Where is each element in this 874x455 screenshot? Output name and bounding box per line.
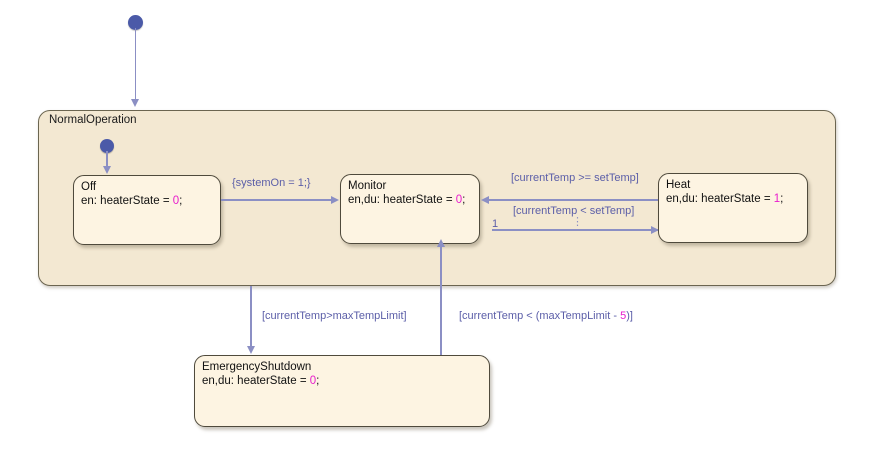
default-transition-line [134,28,137,103]
monitor-to-heat-label: [currentTemp < setTemp] [513,205,635,217]
monitor-to-heat-marker: ⋮ [572,216,583,228]
state-heat-name: Heat [666,179,691,191]
state-monitor-action: en,du: heaterState = 0; [348,193,472,208]
state-off[interactable]: Off en: heaterState = 0; [73,175,221,245]
normal-to-emergency-line [250,286,252,348]
off-to-monitor-line [221,199,332,201]
heat-to-monitor-label: [currentTemp >= setTemp] [511,172,639,184]
state-off-action: en: heaterState = 0; [81,194,213,209]
state-monitor-action-value: 0 [455,194,463,206]
normal-to-emergency-arrowhead [247,346,255,354]
emergency-to-monitor-label-post: )] [626,310,633,322]
off-to-monitor-label: {systemOn = 1;} [232,177,311,189]
state-monitor-action-text: en,du: heaterState = [348,194,456,206]
state-off-action-text: en: heaterState = [81,195,173,207]
state-emergency-shutdown[interactable]: EmergencyShutdown en,du: heaterState = 0… [194,355,490,427]
emergency-to-monitor-label-pre: [currentTemp < (maxTempLimit - [459,310,621,322]
monitor-to-heat-arrowhead [651,225,659,234]
heat-to-monitor-line [488,199,658,201]
state-off-action-value: 0 [172,195,180,207]
emergency-to-monitor-line [440,246,442,356]
off-to-monitor-arrowhead [331,195,339,204]
state-heat-action-text: en,du: heaterState = [666,193,774,205]
monitor-to-heat-line [492,229,658,231]
off-default-junction [100,139,114,153]
state-heat-action-value: 1 [773,193,781,205]
emergency-to-monitor-arrowhead [437,239,445,247]
state-emergency-shutdown-action-value: 0 [309,375,317,387]
state-heat[interactable]: Heat en,du: heaterState = 1; [658,173,808,243]
default-transition-junction [128,15,143,30]
state-emergency-shutdown-action: en,du: heaterState = 0; [202,374,482,389]
state-off-action-terminator: ; [179,195,183,207]
superstate-label: NormalOperation [49,114,137,126]
state-monitor[interactable]: Monitor en,du: heaterState = 0; [340,174,480,244]
state-heat-action: en,du: heaterState = 1; [666,192,800,207]
heat-to-monitor-arrowhead [481,195,489,204]
monitor-to-heat-order-number: 1 [492,218,499,230]
normal-to-emergency-label: [currentTemp>maxTempLimit] [262,310,407,322]
default-transition-arrowhead [131,99,139,107]
state-monitor-name: Monitor [348,180,387,192]
off-default-arrowhead [103,166,111,174]
state-heat-action-terminator: ; [780,193,784,205]
off-default-line [106,151,108,169]
state-off-name: Off [81,181,97,193]
state-emergency-shutdown-action-terminator: ; [316,375,320,387]
emergency-to-monitor-label-num: 5 [620,310,627,322]
state-emergency-shutdown-action-text: en,du: heaterState = [202,375,310,387]
emergency-to-monitor-label: [currentTemp < (maxTempLimit - 5)] [459,310,633,323]
state-emergency-shutdown-name: EmergencyShutdown [202,361,312,373]
state-monitor-action-terminator: ; [462,194,466,206]
